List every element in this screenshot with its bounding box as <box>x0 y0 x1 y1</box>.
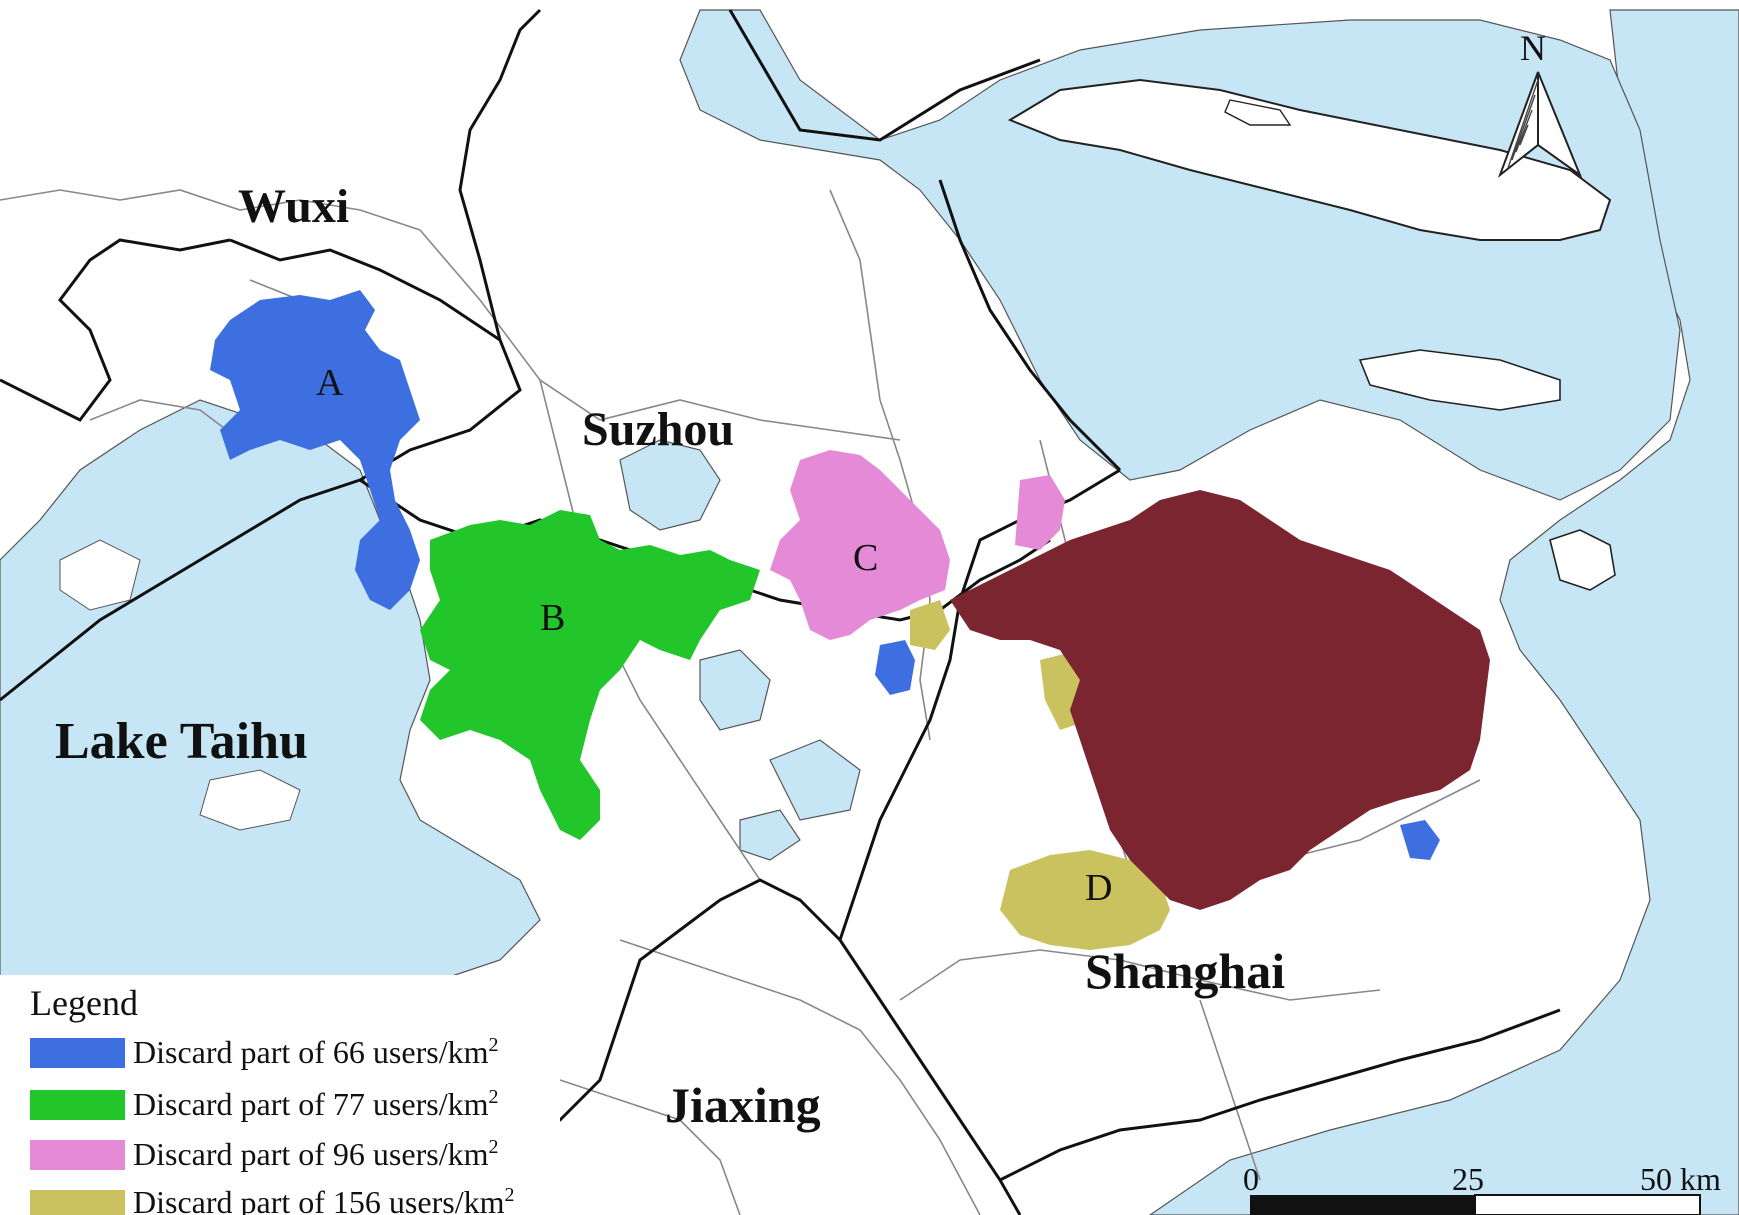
legend-label-77: Discard part of 77 users/km2 <box>133 1086 498 1122</box>
north-arrow-hatch <box>1507 79 1539 169</box>
scale-bar: 0 25 50 km <box>1243 1161 1721 1215</box>
area-d-fringe-2 <box>910 600 950 650</box>
region-letter-b: B <box>540 597 565 639</box>
lake-jinji <box>769 739 861 821</box>
city-label-wuxi: Wuxi <box>238 180 349 233</box>
scale-tick-50: 50 km <box>1640 1161 1721 1197</box>
legend-swatch-66 <box>30 1038 125 1068</box>
taihu-island <box>199 769 301 831</box>
lake-yangcheng <box>619 439 721 531</box>
legend-label-66: Discard part of 66 users/km2 <box>133 1034 498 1070</box>
city-label-shanghai: Shanghai <box>1085 943 1285 999</box>
city-label-jiaxing: Jiaxing <box>665 1077 821 1133</box>
region-letter-d: D <box>1085 867 1112 909</box>
area-core <box>950 490 1490 910</box>
changxing-island <box>1358 349 1561 411</box>
lake-dianshan <box>699 649 771 731</box>
scale-tick-25: 25 <box>1452 1161 1484 1197</box>
chongming-island <box>1007 78 1612 241</box>
area-d <box>1000 850 1170 950</box>
taihu-peninsula <box>59 539 141 611</box>
area-a <box>210 290 420 610</box>
river-islet <box>1224 99 1292 126</box>
legend-swatch-156 <box>30 1190 125 1215</box>
hengsha-island <box>1549 529 1616 591</box>
city-label-lake-taihu: Lake Taihu <box>55 713 308 770</box>
lake-small-1 <box>739 809 801 861</box>
legend-swatch-96 <box>30 1140 125 1170</box>
north-arrow: N <box>1497 28 1583 178</box>
legend: Legend Discard part of 66 users/km2 Disc… <box>0 975 560 1215</box>
legend-title: Legend <box>30 983 138 1023</box>
scale-segment-white <box>1474 1194 1701 1215</box>
legend-swatch-77 <box>30 1090 125 1120</box>
north-arrow-right <box>1537 71 1583 178</box>
area-b <box>420 510 760 840</box>
area-c <box>770 450 950 640</box>
sea <box>1148 9 1739 1215</box>
region-letter-a: A <box>316 362 344 404</box>
region-letter-c: C <box>853 537 878 579</box>
city-label-suzhou: Suzhou <box>582 403 734 456</box>
area-a-3 <box>1400 820 1440 860</box>
scale-tick-0: 0 <box>1243 1161 1259 1197</box>
area-a-2 <box>875 640 915 695</box>
area-c-2 <box>1015 475 1065 550</box>
north-arrow-label: N <box>1520 28 1546 68</box>
legend-label-156: Discard part of 156 users/km2 <box>133 1184 514 1215</box>
scale-segment-black <box>1250 1195 1475 1215</box>
legend-label-96: Discard part of 96 users/km2 <box>133 1136 498 1172</box>
category-areas <box>210 290 1490 950</box>
